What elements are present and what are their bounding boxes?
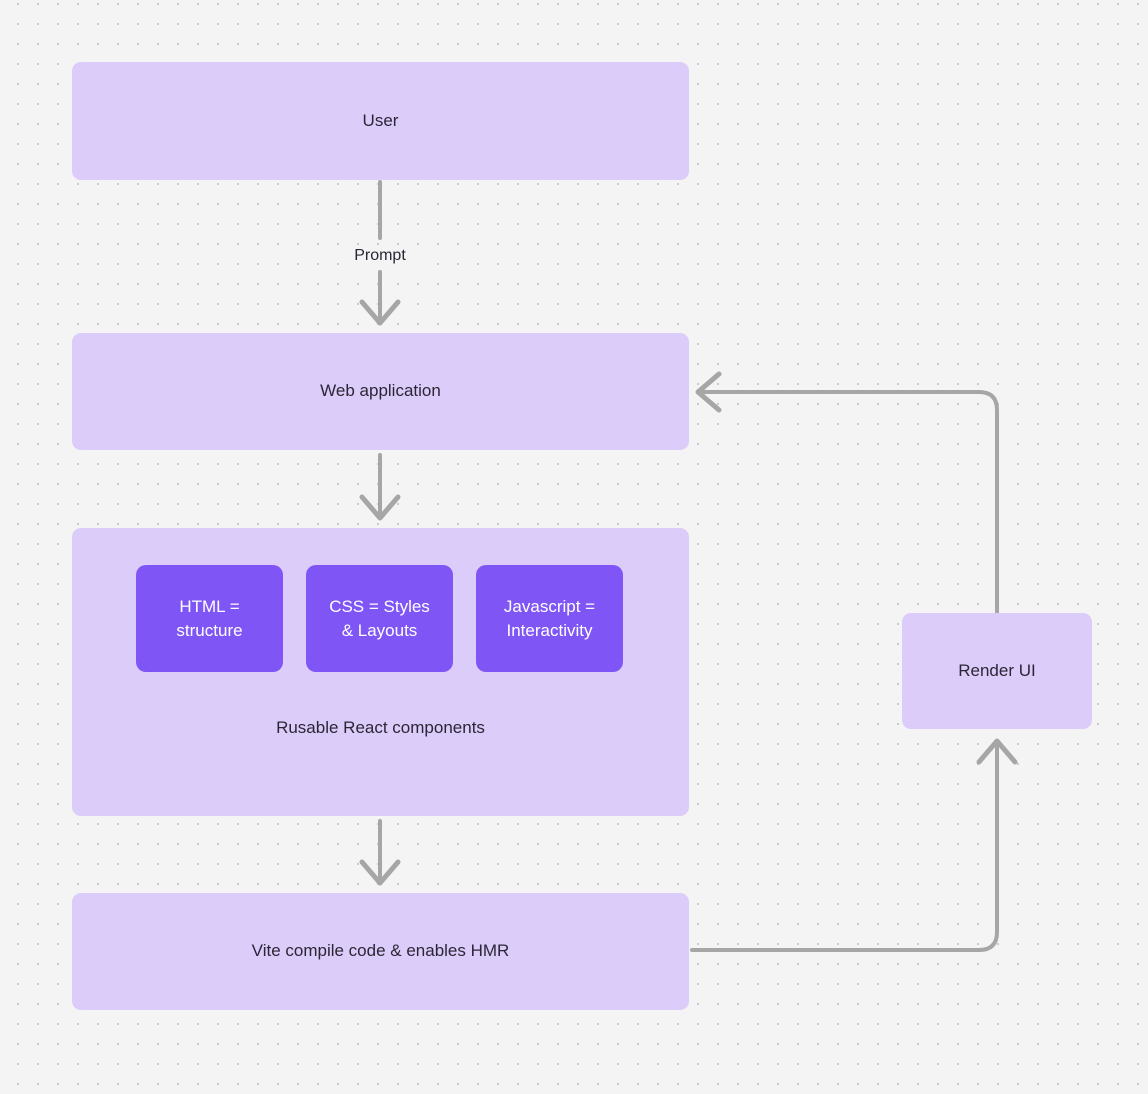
node-html-label-line1: HTML = — [179, 596, 240, 616]
arrowhead-components — [359, 494, 401, 521]
node-vite[interactable]: Vite compile code & enables HMR — [72, 893, 689, 1010]
node-css-label-line2: & Layouts — [341, 620, 418, 640]
arrowhead-webapp-feedback — [695, 371, 722, 413]
node-javascript[interactable]: Javascript = Interactivity — [476, 565, 623, 672]
arrowhead-webapp — [359, 299, 401, 326]
components-caption: Rusable React components — [276, 718, 485, 737]
node-html[interactable]: HTML = structure — [136, 565, 283, 672]
node-user-label: User — [362, 110, 399, 130]
node-web-application-label: Web application — [320, 381, 441, 401]
node-render-ui-label: Render UI — [958, 660, 1036, 680]
node-vite-label: Vite compile code & enables HMR — [251, 941, 510, 961]
node-html-label-line2: structure — [176, 620, 243, 640]
node-css[interactable]: CSS = Styles & Layouts — [306, 565, 453, 672]
node-render-ui[interactable]: Render UI — [902, 613, 1092, 729]
node-user[interactable]: User — [72, 62, 689, 180]
arrowhead-render — [976, 738, 1018, 765]
node-web-application[interactable]: Web application — [72, 333, 689, 450]
node-javascript-label-line2: Interactivity — [506, 620, 593, 640]
edge-vite-to-render — [690, 741, 999, 952]
arrowhead-vite — [359, 859, 401, 886]
edge-label-prompt: Prompt — [340, 245, 420, 267]
node-javascript-label-line1: Javascript = — [503, 596, 596, 616]
node-css-label-line1: CSS = Styles — [329, 596, 430, 616]
edge-render-to-webapp — [698, 390, 999, 615]
